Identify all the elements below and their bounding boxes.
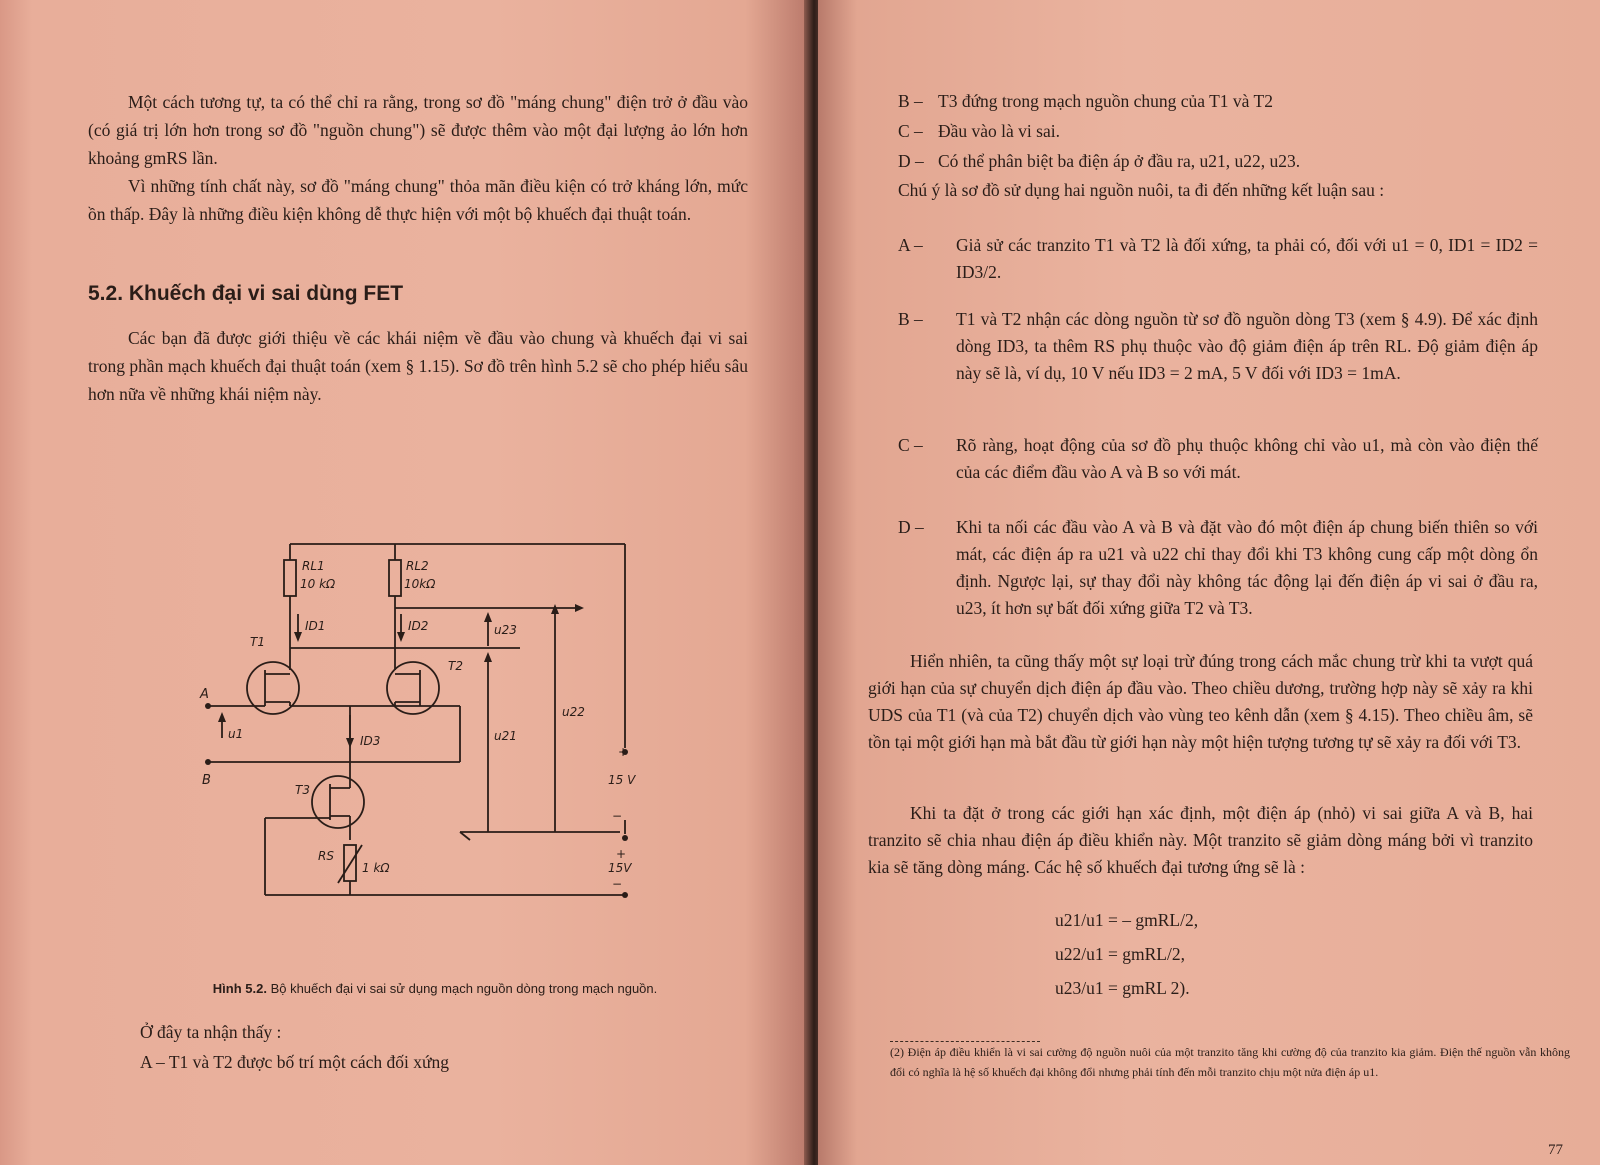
note-paragraph: Chú ý là sơ đồ sử dụng hai nguồn nuôi, t…: [898, 180, 1385, 200]
list2-item-a: A – Giả sử các tranzito T1 và T2 là đối …: [898, 232, 1538, 292]
list1-text: Có thể phân biệt ba điện áp ở đầu ra, u2…: [938, 151, 1301, 171]
observe-line: Ở đây ta nhận thấy :: [140, 1022, 282, 1042]
list2-text: Giả sử các tranzito T1 và T2 là đối xứng…: [956, 235, 1538, 282]
formula-u22: u22/u1 = gmRL/2,: [1055, 944, 1185, 964]
section-heading: 5.2. Khuếch đại vi sai dùng FET: [88, 282, 404, 305]
label-b: B: [202, 773, 211, 788]
list2-item-c: C – Rõ ràng, hoạt động của sơ đồ phụ thu…: [898, 432, 1538, 514]
list2-text: T1 và T2 nhận các dòng nguồn từ sơ đồ ng…: [956, 309, 1538, 383]
list1-label: B –: [898, 91, 923, 111]
list1-text: T3 đứng trong mạch nguồn chung của T1 và…: [938, 91, 1273, 111]
paragraph-2: Vì những tính chất này, sơ đồ "máng chun…: [88, 176, 748, 224]
label-rl1-value: 10 kΩ: [300, 577, 336, 591]
list2-label: A –: [898, 235, 923, 255]
label-plus-2: +: [616, 847, 626, 861]
footnote-rule: [890, 1041, 1040, 1042]
list2-text: Khi ta nối các đầu vào A và B và đặt vào…: [956, 517, 1538, 618]
list2-label: B –: [898, 309, 923, 329]
label-rs-value: 1 kΩ: [362, 861, 390, 875]
footnote: (2) Điện áp điều khiển là vi sai cường đ…: [890, 1045, 1570, 1079]
label-rs: RS: [318, 849, 334, 863]
label-id2: ID2: [408, 619, 428, 633]
label-rl1: RL1: [302, 559, 325, 573]
list1-text: Đầu vào là vi sai.: [938, 121, 1060, 141]
list1-label: C –: [898, 121, 923, 141]
label-u23: u23: [494, 623, 517, 637]
list2-label: C –: [898, 435, 923, 455]
caption-text: Bộ khuếch đại vi sai sử dụng mạch nguồn …: [270, 981, 658, 996]
list1-item-b: B – T3 đứng trong mạch nguồn chung của T…: [898, 88, 1518, 116]
formula-u23: u23/u1 = gmRL 2).: [1055, 978, 1190, 998]
label-t2: T2: [448, 659, 463, 673]
label-supply-2: 15V: [608, 861, 632, 875]
label-t1: T1: [250, 635, 265, 649]
item-a-line: A – T1 và T2 được bố trí một cách đối xứ…: [140, 1052, 449, 1072]
list2-item-b: B – T1 và T2 nhận các dòng nguồn từ sơ đ…: [898, 306, 1538, 416]
list2-item-d: D – Khi ta nối các đầu vào A và B và đặt…: [898, 514, 1538, 650]
label-a: A: [199, 687, 209, 702]
label-rl2-value: 10kΩ: [404, 577, 436, 591]
page-number: 77: [1548, 1142, 1563, 1158]
paragraph-1: Một cách tương tự, ta có thể chỉ ra rằng…: [88, 92, 748, 168]
label-rl2: RL2: [406, 559, 429, 573]
list2-label: D –: [898, 517, 924, 537]
right-page: B – T3 đứng trong mạch nguồn chung của T…: [818, 0, 1600, 1165]
paragraph-limits: Hiển nhiên, ta cũng thấy một sự loại trừ…: [868, 651, 1533, 752]
label-id3: ID3: [360, 734, 380, 748]
label-u1: u1: [228, 727, 243, 741]
circuit-diagram: RL1 10 kΩ RL2 10kΩ ID1 ID2 ID3 T1 T2 T3 …: [199, 543, 636, 898]
caption-label: Hình 5.2.: [212, 981, 267, 996]
list1-item-d: D – Có thể phân biệt ba điện áp ở đầu ra…: [898, 148, 1518, 176]
label-minus-1: −: [612, 809, 622, 823]
list1-item-c: C – Đầu vào là vi sai.: [898, 118, 1518, 146]
formula-u21: u21/u1 = – gmRL/2,: [1055, 910, 1199, 930]
intro-paragraph: Các bạn đã được giới thiệu về các khái n…: [88, 328, 748, 404]
figure-caption: Hình 5.2. Bộ khuếch đại vi sai sử dụng m…: [200, 978, 670, 1000]
list2-text: Rõ ràng, hoạt động của sơ đồ phụ thuộc k…: [956, 435, 1538, 482]
label-id1: ID1: [305, 619, 325, 633]
label-plus-1: +: [618, 745, 628, 759]
left-page: Một cách tương tự, ta có thể chỉ ra rằng…: [0, 0, 810, 1165]
label-t3: T3: [295, 783, 310, 797]
list1-label: D –: [898, 151, 924, 171]
label-u22: u22: [562, 705, 585, 719]
paragraph-gain: Khi ta đặt ở trong các giới hạn xác định…: [868, 803, 1533, 877]
label-minus-2: −: [612, 877, 622, 891]
label-supply-1: 15 V: [608, 773, 636, 787]
label-u21: u21: [494, 729, 517, 743]
